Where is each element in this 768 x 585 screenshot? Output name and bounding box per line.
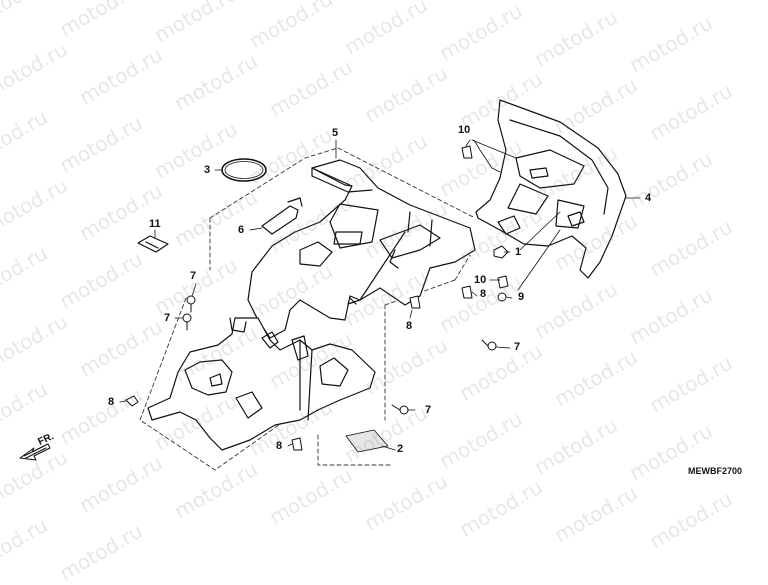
callout-9: 9: [518, 291, 525, 303]
bolt-7a: [186, 295, 196, 313]
callout-4: 4: [645, 192, 652, 204]
callout-6: 6: [238, 224, 245, 236]
callout-8a: 8: [108, 396, 115, 408]
clip-10b: [497, 275, 509, 289]
callout-7d: 7: [514, 341, 521, 353]
clip-part-11: [137, 235, 169, 253]
callout-8c: 8: [406, 320, 413, 332]
diagram-code: MEWBF2700: [688, 466, 743, 476]
side-cover-part-4: [475, 99, 627, 279]
callout-7a: 7: [190, 270, 197, 282]
callout-7b: 7: [164, 312, 171, 324]
callout-8d: 8: [480, 288, 487, 300]
callout-11: 11: [149, 218, 161, 230]
o-ring-part-3: [221, 158, 267, 182]
leader-lines: [119, 139, 641, 451]
callout-8b: 8: [276, 440, 283, 452]
assembly-boundary: [139, 147, 476, 471]
clip-8b: [291, 437, 303, 451]
rear-fender-part-5: [247, 159, 476, 339]
bolt-7c: [391, 404, 409, 415]
callout-7c: 7: [425, 404, 432, 416]
nut-9: [497, 292, 507, 302]
callout-1: 1: [515, 246, 522, 258]
clip-8d: [461, 285, 473, 299]
callout-5: 5: [332, 127, 339, 139]
pad-part-2: [345, 429, 389, 453]
callout-3: 3: [204, 164, 211, 176]
lower-fender-section: [147, 317, 376, 451]
fasteners: [125, 145, 509, 451]
callout-10b: 10: [474, 274, 487, 286]
nut-8a: [125, 395, 139, 407]
bracket-part-6: [261, 197, 303, 235]
bolt-7b: [182, 313, 192, 331]
nut-1: [493, 245, 509, 259]
callout-2: 2: [397, 443, 404, 455]
clip-8c: [409, 295, 421, 309]
clip-10a: [461, 145, 473, 159]
callout-10a: 10: [458, 124, 471, 136]
bolt-7d: [481, 339, 497, 351]
front-direction-arrow: [19, 443, 51, 461]
